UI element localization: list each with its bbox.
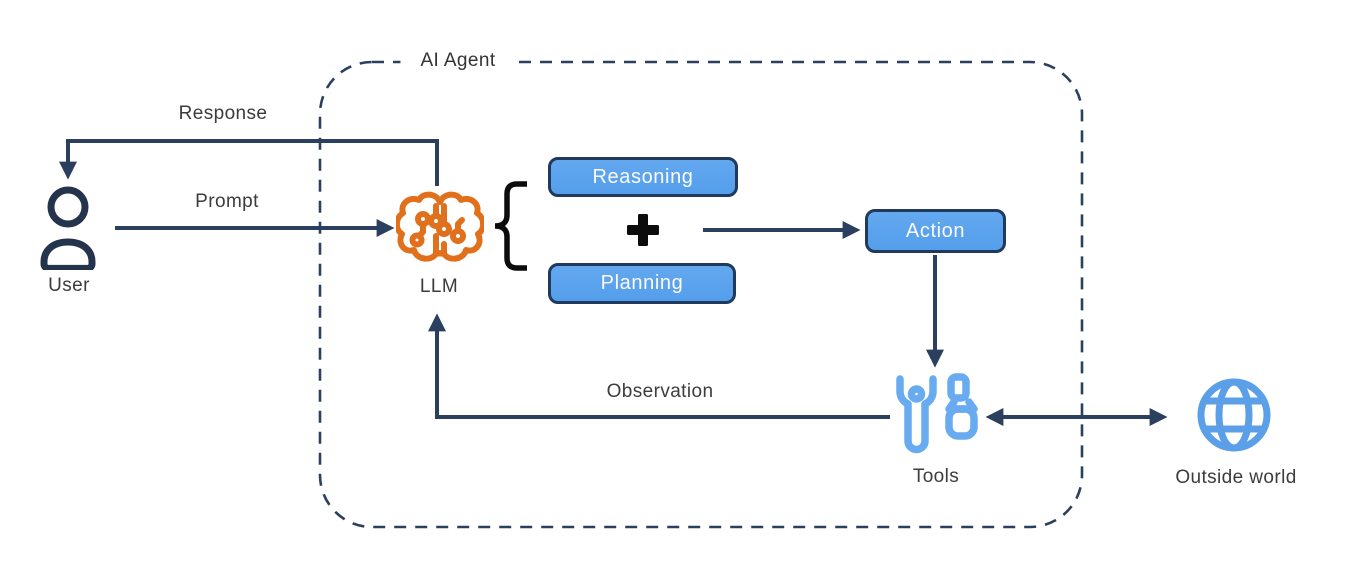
- globe-icon: [1194, 374, 1274, 456]
- planning-box-label: Planning: [600, 272, 684, 294]
- reasoning-box: Reasoning: [548, 157, 738, 197]
- response-label: Response: [178, 103, 268, 124]
- tools-icon: [890, 371, 978, 463]
- agent-boundary-box: [318, 60, 1084, 529]
- llm-label: LLM: [419, 276, 459, 297]
- curly-brace-icon: [490, 180, 532, 272]
- brain-icon: [396, 184, 484, 272]
- plus-icon: [627, 214, 659, 246]
- outside-world-label: Outside world: [1175, 467, 1297, 488]
- prompt-label: Prompt: [195, 191, 259, 212]
- response-arrow: [59, 139, 439, 186]
- observation-arrow: [428, 313, 890, 419]
- observation-label: Observation: [606, 381, 714, 402]
- tools-label: Tools: [912, 466, 960, 487]
- user-label: User: [48, 275, 90, 296]
- user-icon: [40, 186, 98, 270]
- agent-box-title: AI Agent: [400, 50, 516, 72]
- action-box-label: Action: [905, 219, 966, 242]
- reasoning-box-label: Reasoning: [592, 165, 694, 188]
- action-box: Action: [865, 209, 1006, 253]
- planning-box: Planning: [548, 263, 736, 304]
